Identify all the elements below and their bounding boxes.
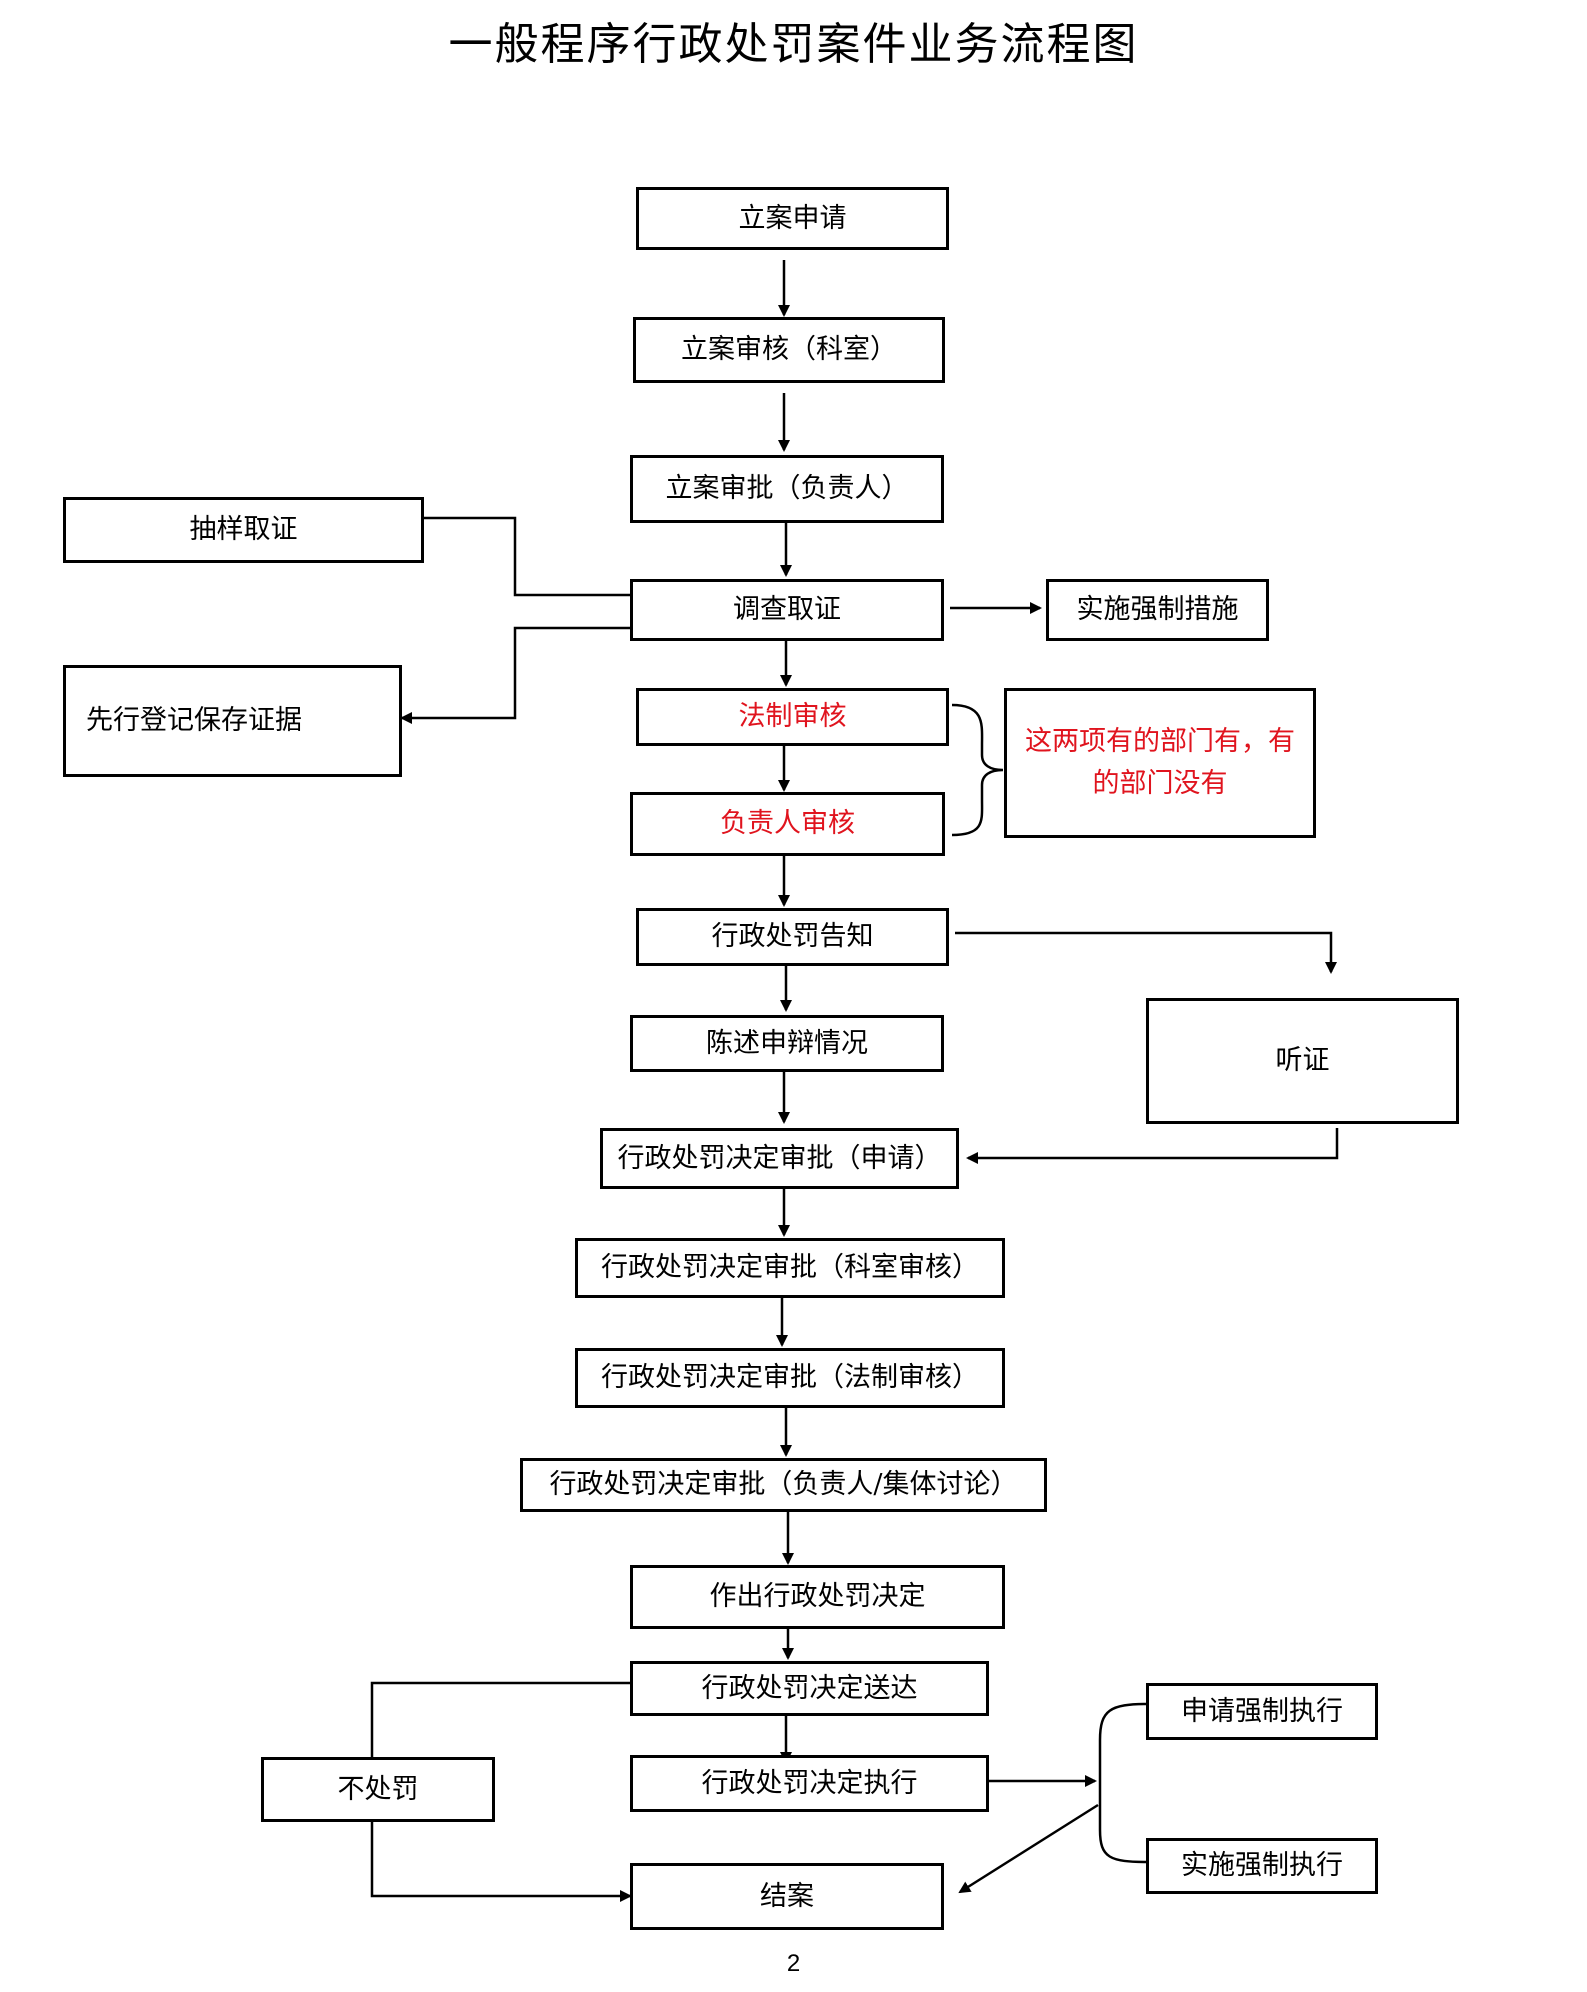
- node-head-review[interactable]: 负责人审核: [630, 792, 945, 856]
- node-implement-enforcement[interactable]: 实施强制执行: [1146, 1838, 1378, 1894]
- note-optional-steps: 这两项有的部门有，有的部门没有: [1004, 688, 1316, 838]
- node-penalty-notice[interactable]: 行政处罚告知: [636, 908, 949, 966]
- node-statement-defense[interactable]: 陈述申辩情况: [630, 1015, 944, 1072]
- node-decision-approval-application[interactable]: 行政处罚决定审批（申请）: [600, 1128, 959, 1189]
- node-legal-review[interactable]: 法制审核: [636, 688, 949, 746]
- node-decision-execution[interactable]: 行政处罚决定执行: [630, 1755, 989, 1812]
- page-title: 一般程序行政处罚案件业务流程图: [448, 19, 1139, 70]
- node-case-application[interactable]: 立案申请: [636, 187, 949, 250]
- node-compulsory-measures[interactable]: 实施强制措施: [1046, 579, 1269, 641]
- node-no-penalty[interactable]: 不处罚: [261, 1757, 495, 1822]
- node-decision-delivery[interactable]: 行政处罚决定送达: [630, 1661, 989, 1716]
- node-make-decision[interactable]: 作出行政处罚决定: [630, 1565, 1005, 1629]
- node-preserve-evidence[interactable]: 先行登记保存证据: [63, 665, 402, 777]
- node-decision-approval-head[interactable]: 行政处罚决定审批（负责人/集体讨论）: [520, 1458, 1047, 1512]
- node-case-approval-head[interactable]: 立案审批（负责人）: [630, 455, 944, 523]
- node-hearing[interactable]: 听证: [1146, 998, 1459, 1124]
- node-decision-approval-legal[interactable]: 行政处罚决定审批（法制审核）: [575, 1348, 1005, 1408]
- node-investigation[interactable]: 调查取证: [630, 579, 944, 641]
- node-apply-enforcement[interactable]: 申请强制执行: [1146, 1683, 1378, 1740]
- page-number: 2: [786, 1950, 801, 1977]
- node-case-review-section[interactable]: 立案审核（科室）: [633, 317, 945, 383]
- node-sampling-evidence[interactable]: 抽样取证: [63, 497, 424, 563]
- node-case-closed[interactable]: 结案: [630, 1863, 944, 1930]
- node-decision-approval-section[interactable]: 行政处罚决定审批（科室审核）: [575, 1238, 1005, 1298]
